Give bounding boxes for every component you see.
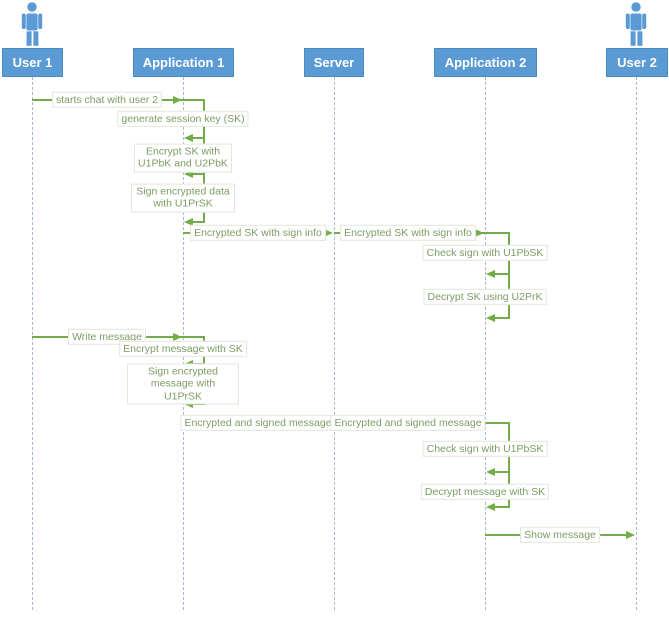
lifeline-server bbox=[334, 77, 335, 610]
self-loop-line bbox=[508, 232, 510, 319]
message-label: Check sign with U1PbSK bbox=[422, 244, 548, 262]
return-line bbox=[186, 221, 204, 223]
message-label: starts chat with user 2 bbox=[51, 91, 163, 109]
arrowhead-right-icon bbox=[475, 229, 484, 237]
message-label: Sign encrypted data with U1PrSK bbox=[131, 183, 235, 213]
self-loop-line bbox=[508, 422, 510, 508]
arrowhead-right-icon bbox=[173, 96, 182, 104]
person-icon-user2 bbox=[625, 2, 647, 46]
return-line bbox=[186, 137, 204, 139]
lifeline-application2 bbox=[485, 77, 486, 610]
return-line bbox=[186, 173, 204, 175]
message-label: Decrypt message with SK bbox=[420, 483, 550, 501]
arrowhead-left-icon bbox=[486, 270, 495, 278]
arrowhead-left-icon bbox=[184, 218, 193, 226]
return-line bbox=[488, 506, 509, 508]
actor-box-user2: User 2 bbox=[606, 48, 668, 77]
message-label: Encrypted SK with sign info bbox=[190, 224, 326, 242]
return-line bbox=[488, 273, 509, 275]
message-label: Sign encrypted message with U1PrSK bbox=[127, 363, 239, 405]
person-icon-user1 bbox=[21, 2, 43, 46]
message-label: Show message bbox=[520, 526, 600, 544]
message-label: Check sign with U1PbSK bbox=[422, 440, 548, 458]
message-label: Encrypted SK with sign info bbox=[340, 224, 476, 242]
message-label: generate session key (SK) bbox=[117, 110, 249, 128]
arrowhead-right-icon bbox=[626, 531, 635, 539]
lifeline-user2 bbox=[636, 77, 637, 610]
arrowhead-right-icon bbox=[324, 229, 333, 237]
message-label: Encrypted and signed message bbox=[330, 414, 486, 432]
arrowhead-left-icon bbox=[184, 170, 193, 178]
actor-box-server: Server bbox=[304, 48, 364, 77]
arrowhead-left-icon bbox=[486, 503, 495, 511]
message-label: Encrypt message with SK bbox=[119, 340, 247, 358]
actor-box-application1: Application 1 bbox=[133, 48, 234, 77]
arrowhead-left-icon bbox=[486, 468, 495, 476]
lifeline-user1 bbox=[32, 77, 33, 610]
actor-box-user1: User 1 bbox=[2, 48, 63, 77]
arrowhead-left-icon bbox=[486, 314, 495, 322]
arrowhead-left-icon bbox=[184, 134, 193, 142]
message-label: Decrypt SK using U2PrK bbox=[423, 288, 547, 306]
return-line bbox=[488, 317, 509, 319]
return-line bbox=[488, 471, 509, 473]
message-label: Encrypted and signed message bbox=[180, 414, 336, 432]
actor-box-application2: Application 2 bbox=[434, 48, 537, 77]
arrowhead-right-icon bbox=[173, 333, 182, 341]
message-label: Encrypt SK with U1PbK and U2PbK bbox=[134, 143, 232, 173]
